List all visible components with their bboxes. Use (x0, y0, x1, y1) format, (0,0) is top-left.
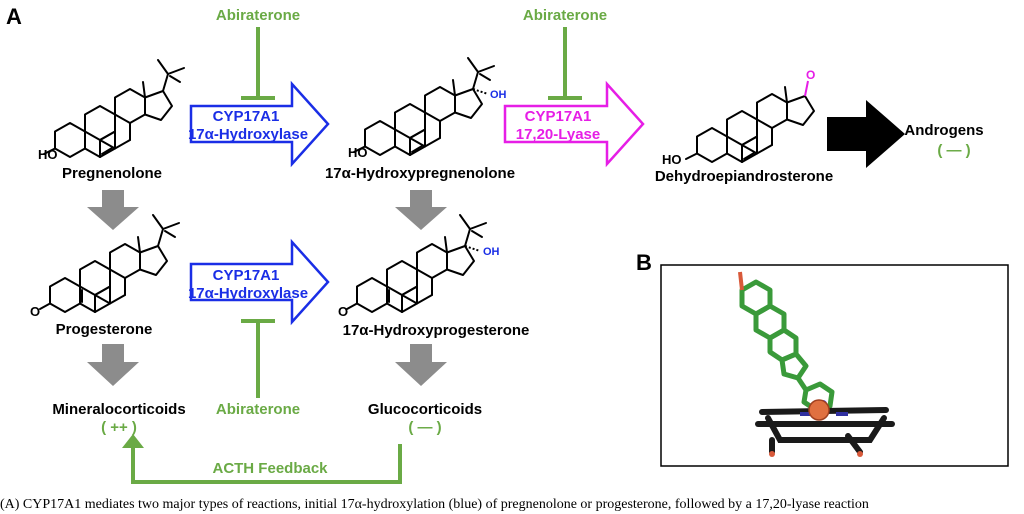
hydroxypregnenolone-ho: HO (348, 145, 368, 160)
acth-feedback-line (131, 444, 402, 484)
dhea-structure (685, 80, 815, 163)
dhea-carbonyl-o: O (806, 68, 815, 82)
hydroxyprogesterone-structure (346, 214, 487, 313)
dhea-label: Dehydroepiandrosterone (655, 168, 833, 185)
gray-arrow-progesterone-down (87, 344, 139, 386)
hydroxyprogesterone-label: 17α-Hydroxyprogesterone (343, 322, 530, 339)
mineralocorticoids-level: ( ++ ) (101, 419, 137, 436)
hydroxylase-arrow-bottom-line2: 17α-Hydroxylase (188, 285, 308, 302)
acth-feedback-arrowhead (122, 434, 144, 448)
androgen-arrow (827, 100, 905, 168)
hydroxyprogesterone-oh: OH (483, 246, 500, 258)
hydroxypregnenolone-oh: OH (490, 89, 507, 101)
mineralocorticoids-label: Mineralocorticoids (52, 401, 185, 418)
panel-b-model (660, 264, 1009, 467)
lyase-arrow-line2: 17,20-Lyase (516, 126, 601, 143)
panel-label-a: A (6, 4, 22, 29)
gray-arrow-hydroxyprogesterone-down (395, 344, 447, 386)
hydroxylase-arrow-bottom (189, 238, 330, 326)
lyase-arrow-line1: CYP17A1 (525, 108, 592, 125)
gray-arrow-pregnenolone-down (87, 190, 139, 230)
hydroxyprogesterone-o: O (338, 304, 348, 319)
hydroxylase-arrow-top (189, 80, 330, 168)
inhibitor-label-top-left: Abiraterone (216, 7, 300, 24)
panel-label-b: B (636, 250, 652, 275)
pregnenolone-structure (43, 59, 185, 158)
hydroxypregnenolone-structure (353, 57, 495, 156)
hydroxypregnenolone-label: 17α-Hydroxypregnenolone (325, 165, 515, 182)
dhea-ho: HO (662, 152, 682, 167)
progesterone-o: O (30, 304, 40, 319)
glucocorticoids-level: ( — ) (408, 419, 441, 436)
figure-caption: (A) CYP17A1 mediates two major types of … (0, 497, 869, 512)
progesterone-label: Progesterone (56, 321, 153, 338)
progesterone-structure (39, 214, 180, 313)
androgens-level: ( — ) (937, 142, 970, 159)
glucocorticoids-label: Glucocorticoids (368, 401, 482, 418)
hydroxylase-arrow-top-line2: 17α-Hydroxylase (188, 126, 308, 143)
hydroxylase-arrow-top-line1: CYP17A1 (213, 108, 280, 125)
inhibitor-label-bottom: Abiraterone (216, 401, 300, 418)
inhibitor-label-top-right: Abiraterone (523, 7, 607, 24)
lyase-arrow (503, 80, 645, 168)
pregnenolone-label: Pregnenolone (62, 165, 162, 182)
hydroxylase-arrow-bottom-line1: CYP17A1 (213, 267, 280, 284)
gray-arrow-hydroxypregnenolone-down (395, 190, 447, 230)
acth-feedback-label: ACTH Feedback (212, 460, 328, 477)
androgens-label: Androgens (904, 122, 983, 139)
pregnenolone-ho: HO (38, 147, 58, 162)
